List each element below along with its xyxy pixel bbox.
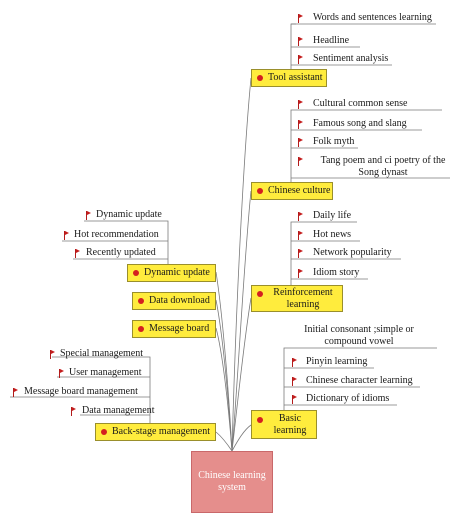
leaf-message-board-management[interactable]: Message board management (24, 386, 138, 397)
link-chinese-culture (231, 190, 252, 452)
bullet-dot-icon (257, 188, 263, 194)
leaf-sentiment-analysis[interactable]: Sentiment analysis (313, 53, 389, 64)
node-data-download[interactable]: Data download (132, 292, 216, 310)
bullet-dot-icon (133, 270, 139, 276)
node-basic-learning-label: Basic learning (273, 412, 307, 436)
leaf-data-management[interactable]: Data management (82, 405, 155, 416)
flag-icon (71, 407, 77, 416)
leaf-idiom-story[interactable]: Idiom story (313, 267, 360, 278)
leaf-hot-news[interactable]: Hot news (313, 229, 352, 240)
node-back-stage-management-label: Back-stage management (112, 426, 211, 437)
root-node-label: Chinese learning system (198, 470, 266, 493)
flag-icon (292, 377, 298, 386)
flag-icon (13, 388, 19, 397)
link-tool-assistant (231, 77, 252, 452)
link-basic-learning (231, 424, 252, 452)
flag-icon (86, 211, 92, 220)
flag-icon (298, 100, 304, 109)
flag-icon (298, 269, 304, 278)
node-message-board-label: Message board (149, 323, 210, 334)
flag-icon (50, 350, 56, 359)
node-tool-assistant-label: Tool assistant (268, 72, 323, 83)
leaf-pinyin-learning[interactable]: Pinyin learning (306, 356, 368, 367)
link-message-board (215, 327, 233, 452)
node-dynamic-update-label: Dynamic update (144, 267, 210, 278)
bullet-dot-icon (138, 298, 144, 304)
link-data-download (215, 299, 233, 452)
node-chinese-culture-label: Chinese culture (268, 185, 331, 196)
flag-icon (298, 55, 304, 64)
leaf-recently-updated[interactable]: Recently updated (86, 247, 156, 258)
bullet-dot-icon (257, 291, 263, 297)
flag-icon (298, 14, 304, 23)
bullet-dot-icon (138, 326, 144, 332)
flag-icon (298, 249, 304, 258)
node-message-board[interactable]: Message board (132, 320, 216, 338)
root-node[interactable]: Chinese learning system (191, 451, 273, 513)
leaf-folk-myth[interactable]: Folk myth (313, 136, 355, 147)
node-back-stage-management[interactable]: Back-stage management (95, 423, 216, 441)
flag-icon (298, 231, 304, 240)
flag-icon (75, 249, 81, 258)
flag-icon (298, 37, 304, 46)
node-data-download-label: Data download (149, 295, 210, 306)
flag-icon (298, 120, 304, 129)
bullet-dot-icon (101, 429, 107, 435)
leaf-special-management[interactable]: Special management (60, 348, 144, 359)
leaf-dynamic-update[interactable]: Dynamic update (96, 209, 162, 220)
leaf-cultural-common-sense[interactable]: Cultural common sense (313, 98, 408, 109)
leaf-dictionary-of-idioms[interactable]: Dictionary of idioms (306, 393, 390, 404)
link-reinforcement-learning (231, 297, 252, 452)
leaf-network-popularity[interactable]: Network popularity (313, 247, 392, 258)
node-dynamic-update[interactable]: Dynamic update (127, 264, 216, 282)
leaf-words-and-sentences[interactable]: Words and sentences learning (313, 12, 432, 23)
node-reinforcement-learning-label: Reinforcement learning (273, 287, 333, 310)
leaf-chinese-character-learning[interactable]: Chinese character learning (306, 375, 413, 386)
flag-icon (59, 369, 65, 378)
leaf-daily-life[interactable]: Daily life (313, 210, 352, 221)
flag-icon (64, 231, 70, 240)
bullet-dot-icon (257, 417, 263, 423)
flag-icon (298, 138, 304, 147)
node-tool-assistant[interactable]: Tool assistant (251, 69, 327, 87)
leaf-user-management[interactable]: User management (69, 367, 142, 378)
flag-icon (292, 395, 298, 404)
link-back-stage (215, 431, 233, 452)
leaf-famous-song-and-slang[interactable]: Famous song and slang (313, 118, 407, 129)
leaf-headline[interactable]: Headline (313, 35, 350, 46)
leaf-initial-consonant[interactable]: Initial consonant ;simple or compound vo… (304, 324, 414, 347)
flag-icon (298, 212, 304, 221)
leaf-hot-recommendation[interactable]: Hot recommendation (74, 229, 159, 240)
flag-icon (292, 358, 298, 367)
node-chinese-culture[interactable]: Chinese culture (251, 182, 333, 200)
flag-icon (298, 157, 304, 166)
node-basic-learning[interactable]: Basic learning (251, 410, 317, 439)
leaf-tang-poem[interactable]: Tang poem and ci poetry of the Song dyna… (320, 155, 446, 178)
node-reinforcement-learning[interactable]: Reinforcement learning (251, 285, 343, 312)
bullet-dot-icon (257, 75, 263, 81)
